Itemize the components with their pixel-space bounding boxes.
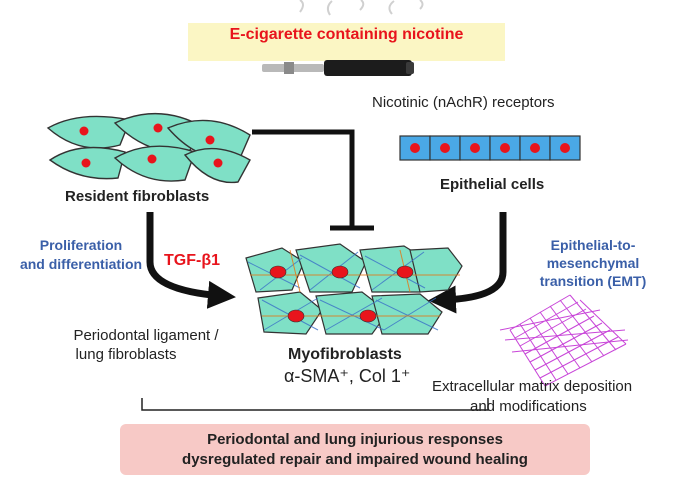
ecm-label-line1: Extracellular matrix deposition <box>432 378 633 395</box>
e-cigarette-icon <box>262 60 414 76</box>
inhibition-connector <box>252 129 374 231</box>
ecm-label-line2: and modifications <box>470 398 587 415</box>
outcome-box <box>120 424 590 475</box>
emt-label-line3: transition (EMT) <box>539 273 647 289</box>
epithelial-cells-label: Epithelial cells <box>440 176 545 193</box>
outcome-line1: Periodontal and lung injurious responses <box>207 431 503 448</box>
left-arrow <box>146 212 236 309</box>
emt-label-line1: Epithelial-to- <box>550 237 636 253</box>
right-arrow <box>428 212 507 314</box>
title-box <box>188 23 505 61</box>
proliferation-label-line2: and differentiation <box>19 256 143 272</box>
smoke-wisps <box>299 0 424 16</box>
outcome-text: Periodontal and lung injurious responses… <box>120 430 590 470</box>
myofibroblasts-label: Myofibroblasts <box>288 346 402 363</box>
proliferation-label-line1: Proliferation <box>39 237 123 253</box>
receptors-label: Nicotinic (nAchR) receptors <box>372 94 555 111</box>
resident-fibroblasts-label: Resident fibroblasts <box>65 188 210 205</box>
emt-label-line2: mesenchymal <box>546 255 640 271</box>
tgf-beta1-label: TGF-β1 <box>164 252 220 269</box>
bracket-line <box>141 398 489 411</box>
outcome-line2: dysregulated repair and impaired wound h… <box>182 451 528 468</box>
periodontal-label-line1: Periodontal ligament / <box>73 327 219 344</box>
resident-fibroblasts-icon <box>46 113 251 184</box>
diagram-title: E-cigarette containing nicotine <box>229 26 464 43</box>
myofibroblasts-icon <box>245 243 463 335</box>
epithelial-cells-icon <box>399 135 581 161</box>
ecm-mesh-icon <box>499 294 629 387</box>
periodontal-label-line2: lung fibroblasts <box>75 346 177 363</box>
markers-label: α-SMA⁺, Col 1⁺ <box>284 366 411 386</box>
